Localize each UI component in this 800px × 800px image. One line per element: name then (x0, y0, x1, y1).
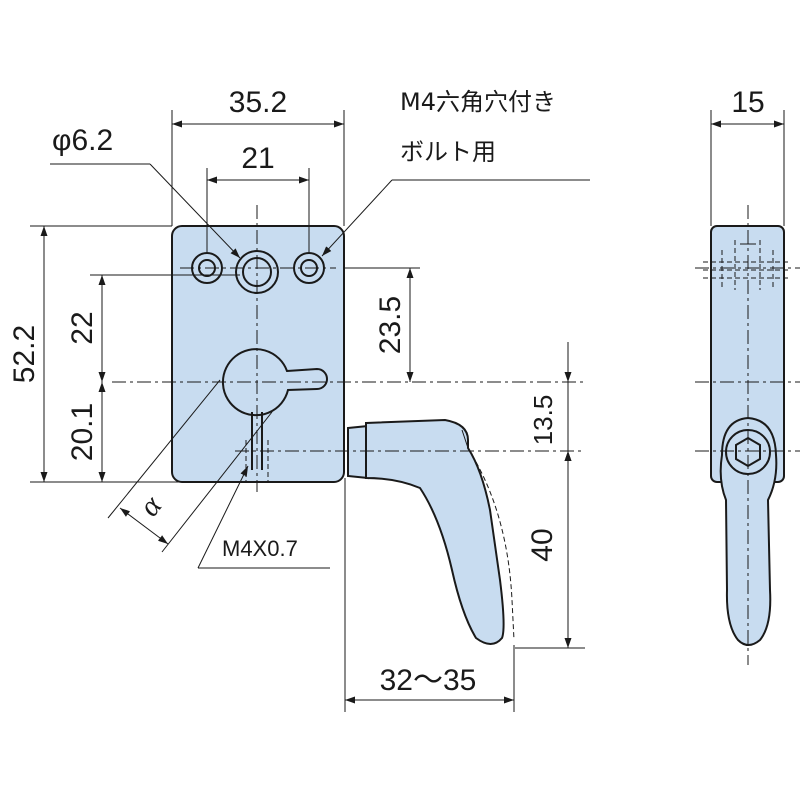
dim-lower-height: 20.1 (66, 382, 106, 482)
dim-lever-length: 40 (526, 451, 572, 648)
dim-width-overall-label: 35.2 (229, 86, 287, 119)
keyhole-slot (221, 348, 328, 417)
dim-lever-reach-label: 32～35 (380, 664, 477, 697)
dim-hole-pitch: 21 (207, 142, 309, 184)
dim-angle-label: α (133, 489, 169, 523)
dim-hole-to-center: 23.5 (374, 268, 414, 382)
dim-center-bore: φ6.2 (50, 124, 241, 259)
dim-thickness: 15 (710, 86, 785, 226)
side-hidden-bore (703, 240, 790, 290)
dim-height-overall: 52.2 (8, 226, 48, 482)
bolt-note-line2: ボルト用 (400, 138, 496, 166)
clamp-slit (245, 412, 269, 482)
dim-thickness-label: 15 (731, 86, 764, 119)
clamp-body (171, 225, 345, 483)
dim-lever-length-label: 40 (526, 528, 559, 561)
dim-lever-reach: 32～35 (345, 664, 514, 704)
bolt-note-line1: M4六角穴付き (400, 88, 556, 116)
lever-swing-arc (475, 461, 515, 641)
dim-hole-pitch-label: 21 (241, 142, 274, 175)
lever-handle (365, 418, 505, 645)
dim-shaft-offset-label: 13.5 (528, 395, 558, 446)
dim-upper-height: 22 (66, 275, 106, 382)
dim-upper-height-label: 22 (66, 311, 99, 344)
thread-note-label: M4X0.7 (222, 536, 298, 561)
thread-note: M4X0.7 (197, 465, 330, 569)
side-view: 15 (695, 86, 800, 665)
dim-center-bore-label: φ6.2 (52, 124, 113, 157)
dim-shaft-offset: 13.5 (528, 342, 572, 490)
bolt-note: M4六角穴付き ボルト用 (321, 88, 590, 257)
dim-width-overall: 35.2 (172, 86, 344, 128)
dim-lower-height-label: 20.1 (66, 403, 99, 461)
dim-height-overall-label: 52.2 (8, 325, 41, 383)
front-view: 35.2 21 φ6.2 M4六角穴付き ボルト用 52.2 22 (8, 86, 590, 712)
dim-hole-to-center-label: 23.5 (374, 296, 407, 354)
